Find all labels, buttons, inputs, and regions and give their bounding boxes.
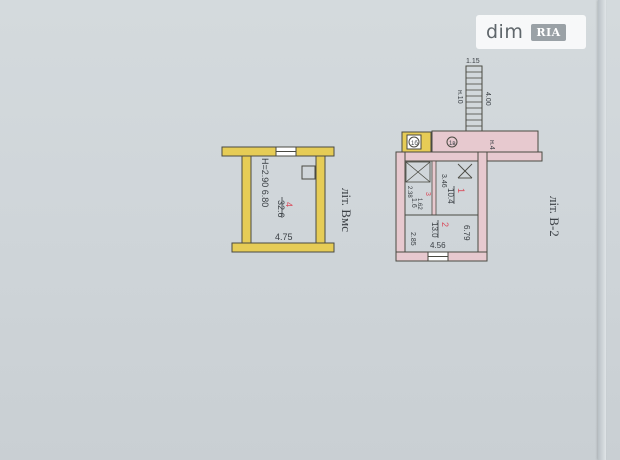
stair-treads	[466, 71, 482, 127]
small-dim-1: 2.38	[406, 186, 412, 198]
left-room-area: 32.6	[276, 200, 286, 218]
watermark-brand: dim	[486, 21, 524, 43]
left-left-wall	[241, 155, 252, 245]
right-plan-title: літ. В-2	[547, 196, 562, 237]
left-right-wall	[315, 155, 326, 245]
stair-label-1: н.10	[456, 90, 463, 104]
room1-area: 10.4	[446, 188, 455, 204]
corridor-label: н.4	[488, 140, 495, 150]
watermark-badge: RIA	[531, 23, 566, 41]
left-height-note: H=2.90 6.80	[260, 158, 270, 207]
circle-left-label: 1б	[411, 141, 418, 147]
stair-width: 1.15	[466, 58, 480, 65]
room2-number: 2	[440, 222, 450, 227]
circle-marker-left	[408, 136, 420, 148]
bottom-dim: 4.56	[430, 241, 446, 250]
left-room-number: 4	[284, 202, 294, 207]
stove-icon	[457, 163, 473, 179]
left-dim: 2.85	[409, 232, 416, 246]
circle-right-label: 1в	[449, 141, 456, 147]
right-plan: 1.15 н.10 4.00 н.4 1б 1в	[395, 58, 562, 262]
dimria-watermark: dim RIA	[476, 15, 586, 49]
left-closet	[301, 165, 316, 180]
room2-area: 13.0	[430, 222, 439, 238]
left-plan-title: літ. Вмс	[339, 188, 354, 232]
right-left-wall	[395, 151, 406, 261]
room1-number: 1	[456, 188, 466, 193]
left-plan: H=2.90 6.80 4 32.6 4.75 літ. Вмс	[221, 146, 354, 253]
small-dim-2: 1.62	[416, 198, 422, 210]
room3-area: 1.6	[410, 198, 417, 208]
sheet-edge	[598, 0, 606, 460]
stair-outline	[465, 65, 483, 133]
corridor	[431, 130, 539, 153]
left-width: 4.75	[275, 232, 293, 242]
height-dim: 6.79	[462, 225, 471, 241]
room3-number: 3	[424, 192, 431, 196]
stair-label-2: 4.00	[484, 92, 491, 106]
room1-width: 3.46	[440, 174, 447, 188]
right-top-wall	[395, 151, 543, 162]
right-right-wall	[477, 151, 488, 261]
circle-marker-right	[446, 136, 458, 148]
left-bottom-wall	[231, 242, 335, 253]
partition-vertical	[431, 160, 437, 216]
